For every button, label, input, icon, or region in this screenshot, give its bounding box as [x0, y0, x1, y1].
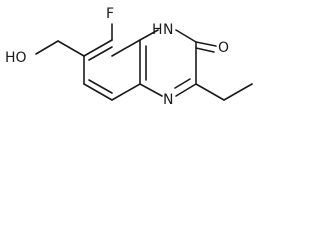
- atom-amine-hydrogen: H: [152, 22, 163, 38]
- benzene-ring: [83, 39, 147, 101]
- bond-c5-c6-inner: [88, 79, 113, 94]
- atom-hydroxyl: HO: [5, 50, 27, 66]
- bond-ch2-ch3: [223, 83, 253, 101]
- bond-c8a-n1: [139, 29, 159, 41]
- bond-c8-c8a: [111, 39, 141, 57]
- bond-c3-ch2: [195, 83, 225, 101]
- chemical-structure: F HO H N O N: [5, 6, 253, 108]
- bond-c7-c8: [83, 39, 113, 57]
- atom-nitrogen-1: N: [163, 22, 173, 38]
- atom-carbonyl-oxygen: O: [218, 40, 229, 56]
- bond-c2-o-double: [195, 47, 215, 53]
- bond-c3-n4: [175, 83, 197, 97]
- bond-ch2-o: [35, 40, 59, 55]
- atom-nitrogen-4: N: [163, 92, 173, 108]
- bond-c7-ch2: [57, 40, 85, 57]
- bond-n4-c4a: [139, 83, 163, 97]
- pyrazinone-ring: [139, 29, 197, 97]
- bond-n1-c2: [175, 29, 197, 43]
- bond-c3-n4-inner: [174, 78, 191, 89]
- bond-c2-o: [195, 41, 217, 47]
- bond-c4a-c5: [111, 83, 141, 101]
- atom-fluorine: F: [106, 6, 114, 22]
- bond-c5-c6: [83, 83, 113, 101]
- bond-c7-c8-inner: [88, 46, 113, 61]
